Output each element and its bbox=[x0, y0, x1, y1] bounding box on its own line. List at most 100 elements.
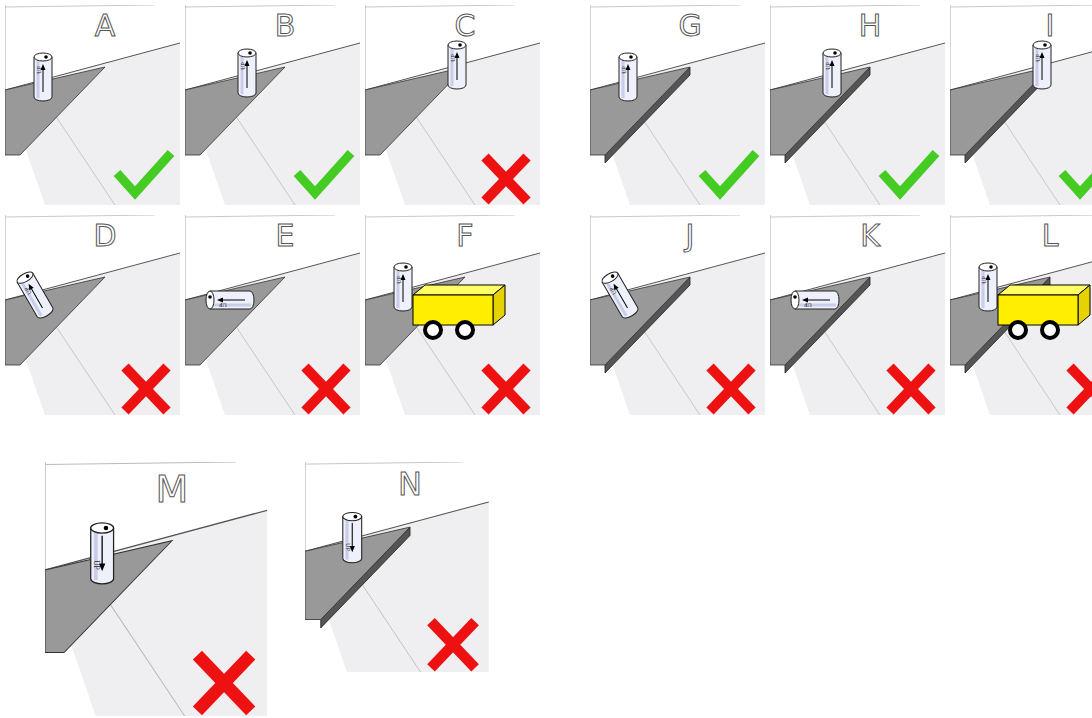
panel-letter: G bbox=[678, 11, 701, 41]
scene-panel bbox=[770, 215, 945, 415]
wall-edge bbox=[5, 253, 180, 300]
cylinder-body bbox=[394, 267, 412, 311]
cylinder bbox=[34, 53, 52, 101]
up-arrow bbox=[616, 288, 628, 308]
cylinder-body bbox=[823, 53, 841, 97]
cylinder-body bbox=[1033, 45, 1051, 89]
panel-letter: K bbox=[860, 221, 880, 251]
up-arrow bbox=[988, 279, 989, 302]
wall-edge bbox=[185, 5, 335, 7]
cylinder-shade bbox=[982, 269, 985, 308]
floor bbox=[590, 253, 765, 415]
cylinder-hole bbox=[629, 55, 633, 59]
cross-mark bbox=[305, 367, 347, 411]
cylinder-top bbox=[238, 49, 256, 57]
check-mark bbox=[1062, 153, 1092, 193]
cylinder-shade bbox=[797, 304, 836, 307]
panel-letter: B bbox=[275, 11, 296, 41]
up-arrow bbox=[832, 65, 833, 88]
wall-edge bbox=[950, 5, 1092, 7]
shelf bbox=[590, 67, 690, 155]
cross-mark bbox=[125, 367, 167, 411]
floor bbox=[950, 43, 1092, 205]
up-arrow bbox=[247, 65, 248, 88]
cylinder-top bbox=[15, 270, 35, 286]
up-label: UP bbox=[240, 62, 246, 70]
cross-mark bbox=[1070, 367, 1092, 411]
up-label: UP bbox=[450, 54, 456, 62]
wall-edge bbox=[45, 462, 46, 570]
wall-edge bbox=[950, 215, 951, 300]
cross-mark bbox=[431, 622, 475, 668]
cross-mark bbox=[485, 157, 527, 201]
cylinder-body bbox=[34, 57, 52, 101]
cylinder-shade bbox=[241, 55, 244, 94]
cylinder-hole bbox=[208, 295, 212, 299]
scene-panel bbox=[365, 5, 540, 205]
scene-panel bbox=[365, 215, 540, 415]
floor bbox=[5, 253, 180, 415]
cylinder-top bbox=[791, 291, 799, 309]
cylinder-shade bbox=[451, 47, 454, 86]
wall-edge bbox=[950, 5, 951, 90]
cylinder-body bbox=[795, 291, 839, 309]
up-arrow bbox=[403, 279, 404, 302]
truck bbox=[413, 285, 505, 338]
cylinder-body bbox=[238, 53, 256, 97]
up-arrow bbox=[99, 564, 105, 572]
scene-panel bbox=[590, 215, 765, 415]
cylinder-hole bbox=[989, 265, 993, 269]
cylinder-body bbox=[619, 57, 637, 101]
shelf bbox=[185, 67, 285, 155]
cylinder-hole bbox=[610, 274, 615, 279]
cross-mark bbox=[485, 157, 527, 201]
floor bbox=[185, 253, 360, 415]
up-arrow bbox=[1042, 57, 1043, 80]
panel-letter: A bbox=[95, 11, 116, 41]
cross-mark bbox=[197, 655, 250, 711]
cylinder-shade bbox=[826, 55, 829, 94]
wall-edge bbox=[770, 215, 771, 300]
floor bbox=[305, 502, 489, 672]
cylinder bbox=[600, 270, 640, 321]
panel-letter: D bbox=[93, 221, 116, 251]
cylinder-top bbox=[979, 263, 997, 271]
wall-edge bbox=[365, 215, 515, 217]
floor bbox=[365, 253, 540, 415]
floor bbox=[365, 43, 540, 205]
cylinder-hole bbox=[104, 526, 109, 531]
cylinder-top bbox=[1033, 41, 1051, 49]
check-mark bbox=[702, 153, 756, 193]
wall-edge bbox=[5, 5, 155, 7]
scene-panel bbox=[5, 215, 180, 415]
truck bbox=[998, 285, 1090, 338]
check-mark bbox=[117, 153, 171, 193]
panel-letter: F bbox=[456, 221, 473, 251]
cylinder bbox=[823, 49, 841, 97]
wall-edge bbox=[590, 5, 591, 90]
cylinder bbox=[15, 270, 55, 321]
cylinder-shade bbox=[345, 519, 348, 560]
wall-edge bbox=[950, 253, 1092, 300]
cylinder-shade bbox=[607, 282, 627, 316]
cylinder-shade bbox=[1036, 47, 1039, 86]
cylinder-hole bbox=[833, 51, 837, 55]
cylinder bbox=[979, 263, 997, 311]
cross-mark bbox=[890, 367, 932, 411]
cylinder-top bbox=[343, 512, 362, 520]
cross-mark bbox=[197, 655, 250, 711]
shelf bbox=[5, 67, 105, 155]
wall-edge bbox=[185, 215, 335, 217]
cross-mark bbox=[431, 622, 475, 668]
cylinder-hole bbox=[248, 51, 252, 55]
scene-panel bbox=[950, 5, 1092, 205]
check-mark bbox=[882, 153, 936, 193]
cylinder-body bbox=[448, 45, 466, 89]
wall-edge bbox=[5, 43, 180, 90]
panel-letter: M bbox=[156, 470, 189, 508]
up-label: UP bbox=[219, 302, 227, 308]
cylinder-hole bbox=[25, 274, 30, 279]
panel-letter: N bbox=[398, 468, 422, 500]
scene-panel bbox=[950, 215, 1092, 415]
up-label: UP bbox=[396, 276, 402, 284]
